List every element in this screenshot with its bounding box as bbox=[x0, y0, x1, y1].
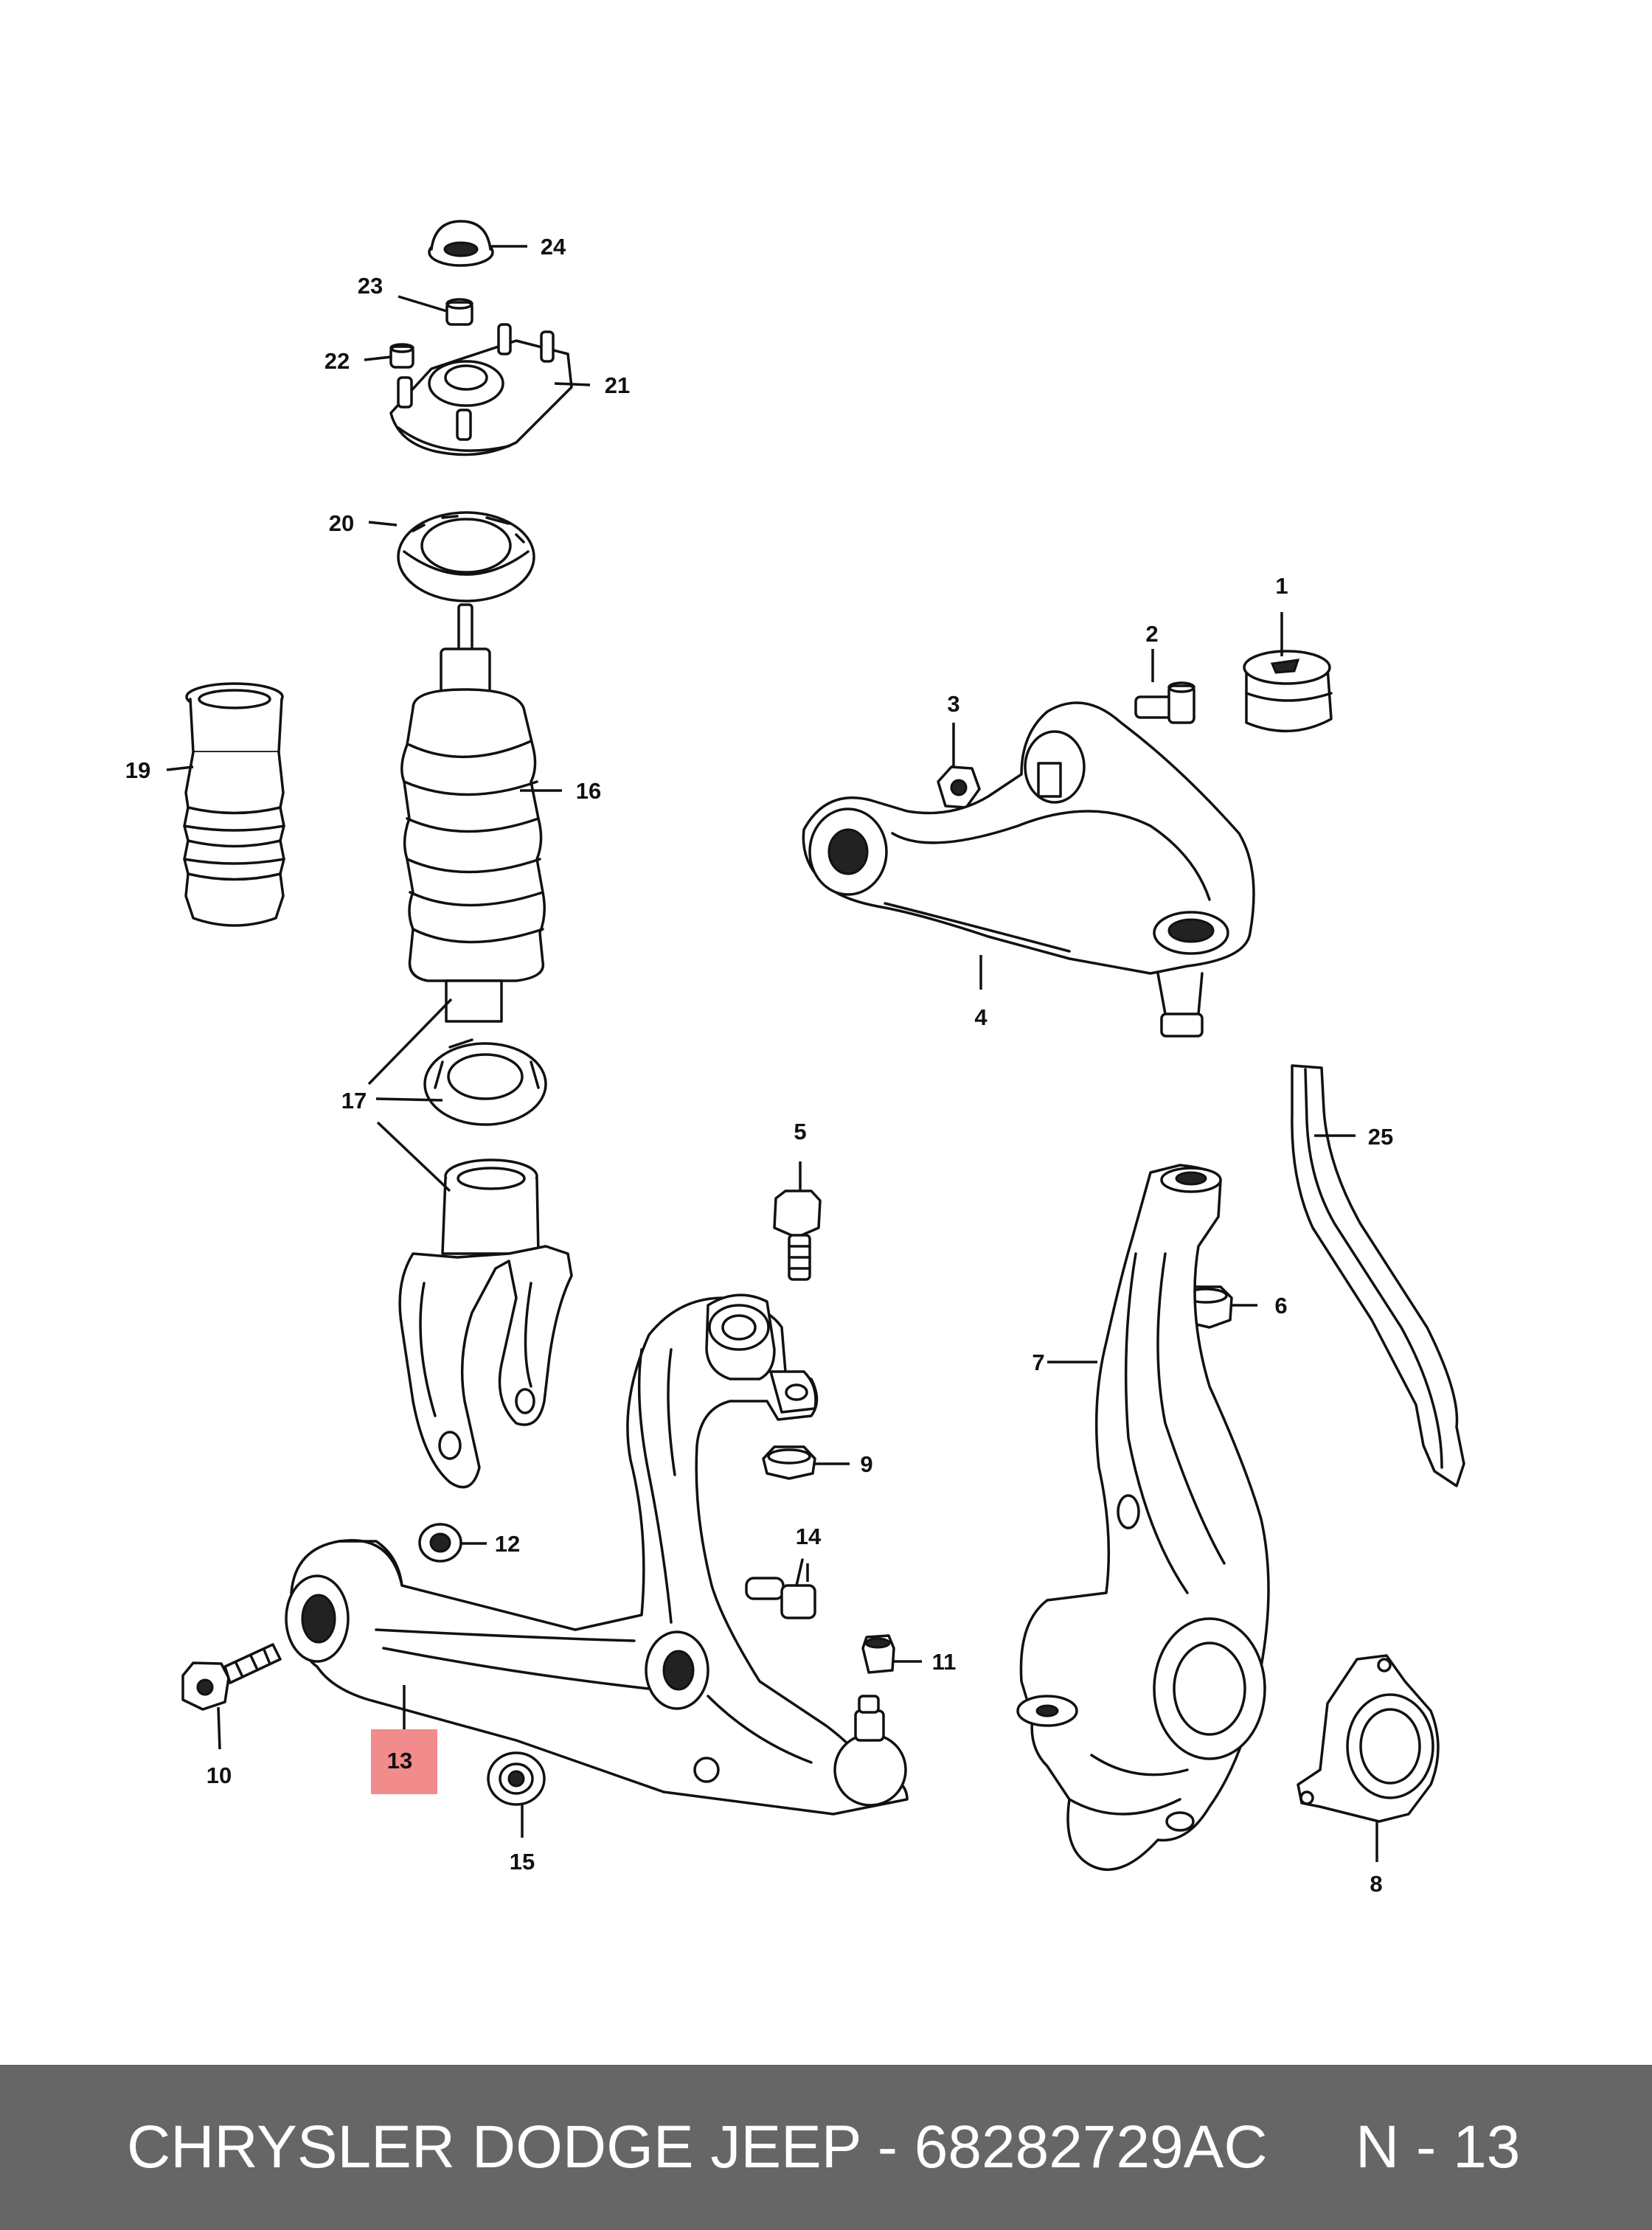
callout-25[interactable]: 25 bbox=[1368, 1124, 1393, 1150]
part-7-steering-knuckle bbox=[1016, 1164, 1270, 1872]
callout-14[interactable]: 14 bbox=[796, 1524, 822, 1549]
part-12-nut bbox=[418, 1523, 462, 1563]
part-23-nut bbox=[445, 298, 473, 326]
part-3-nut bbox=[937, 765, 981, 809]
callout-8[interactable]: 8 bbox=[1370, 1871, 1382, 1897]
callout-1[interactable]: 1 bbox=[1275, 573, 1288, 599]
callout-3[interactable]: 3 bbox=[947, 691, 959, 717]
part-17-clevis-bracket bbox=[398, 1159, 573, 1489]
part-15-nut bbox=[487, 1751, 546, 1806]
part-8-hub-plate bbox=[1297, 1654, 1440, 1823]
footer-reference: N - 13 bbox=[1356, 2113, 1521, 2181]
part-22-nut bbox=[389, 343, 414, 369]
part-25-splash-shield bbox=[1291, 1064, 1465, 1487]
part-19-dust-boot bbox=[183, 682, 285, 927]
callout-22[interactable]: 22 bbox=[324, 348, 350, 374]
callout-21[interactable]: 21 bbox=[605, 372, 630, 398]
part-17-spring-isolator bbox=[423, 1038, 547, 1126]
part-5-bolt bbox=[773, 1189, 822, 1281]
callout-5[interactable]: 5 bbox=[794, 1119, 806, 1144]
footer-part-title: CHRYSLER DODGE JEEP - 68282729AC bbox=[127, 2113, 1268, 2181]
part-14-height-sensor bbox=[745, 1558, 816, 1619]
callout-7[interactable]: 7 bbox=[1032, 1350, 1044, 1375]
callout-11[interactable]: 11 bbox=[932, 1649, 957, 1675]
callout-4[interactable]: 4 bbox=[974, 1004, 988, 1030]
footer-bar: CHRYSLER DODGE JEEP - 68282729AC N - 13 bbox=[0, 2065, 1652, 2230]
callout-24[interactable]: 24 bbox=[541, 234, 566, 260]
callout-13[interactable]: 13 bbox=[387, 1748, 412, 1774]
part-2-bolt bbox=[1134, 681, 1195, 724]
part-4-upper-control-arm bbox=[802, 701, 1255, 1038]
callout-23[interactable]: 23 bbox=[358, 273, 383, 299]
callout-20[interactable]: 20 bbox=[329, 510, 354, 536]
part-20-bearing bbox=[397, 511, 535, 602]
part-13-lower-control-arm bbox=[285, 1293, 909, 1816]
callout-17[interactable]: 17 bbox=[341, 1088, 367, 1114]
part-9-nut bbox=[762, 1445, 816, 1480]
callout-9[interactable]: 9 bbox=[860, 1451, 872, 1477]
part-21-strut-mount bbox=[389, 323, 573, 456]
callout-16[interactable]: 16 bbox=[576, 778, 601, 804]
callout-15[interactable]: 15 bbox=[510, 1849, 535, 1875]
part-10-bolt bbox=[181, 1643, 282, 1711]
callout-10[interactable]: 10 bbox=[206, 1762, 232, 1788]
highlight-box-13 bbox=[371, 1729, 437, 1794]
callout-19[interactable]: 19 bbox=[125, 757, 150, 783]
callout-2[interactable]: 2 bbox=[1145, 621, 1158, 647]
callout-6[interactable]: 6 bbox=[1274, 1293, 1287, 1319]
callout-12[interactable]: 12 bbox=[495, 1531, 520, 1557]
suspension-exploded-diagram: 1 2 3 4 5 6 7 8 9 10 11 12 13 14 15 16 1… bbox=[125, 220, 1465, 1897]
part-16-coil-spring bbox=[400, 603, 546, 1023]
part-1-bushing bbox=[1243, 650, 1333, 733]
part-11-nut bbox=[861, 1634, 895, 1674]
part-24-dust-cap bbox=[428, 220, 494, 267]
